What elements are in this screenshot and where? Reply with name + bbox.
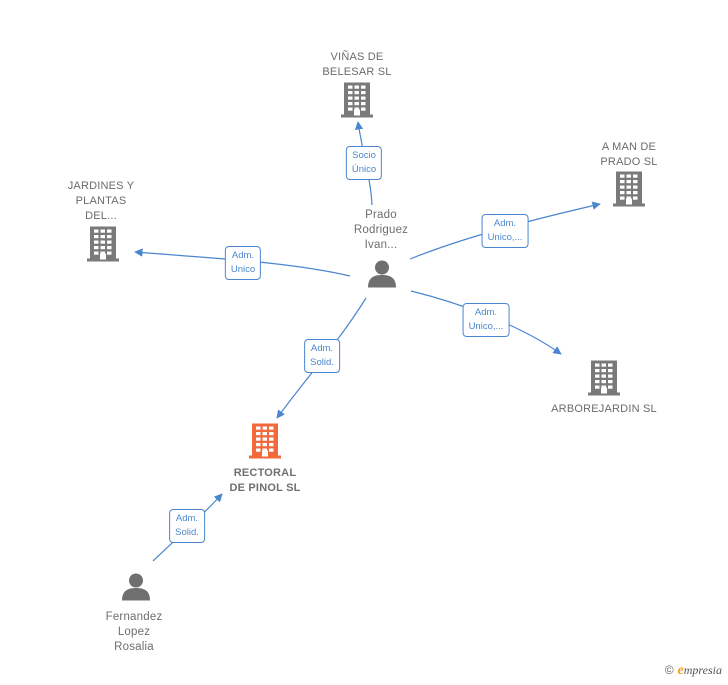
node-label-vinas[interactable]: VIÑAS DE BELESAR SL — [322, 51, 392, 78]
edge-label-prado-vinas[interactable]: Socio Único — [345, 146, 383, 180]
edge-label-fernandez-rectoral[interactable]: Adm. Solid. — [169, 509, 205, 543]
empresia-logo: ©empresia — [665, 663, 722, 679]
person-icon-prado[interactable] — [367, 260, 397, 293]
building-icon-vinas[interactable] — [341, 82, 373, 123]
building-icon-jardines[interactable] — [87, 226, 119, 267]
building-icon-rectoral[interactable] — [249, 423, 281, 464]
building-icon-aman[interactable] — [613, 171, 645, 212]
person-icon-fernandez[interactable] — [121, 573, 151, 606]
copyright-symbol: © — [664, 663, 674, 677]
node-label-rectoral[interactable]: RECTORAL DE PINOL SL — [229, 467, 301, 494]
node-label-prado[interactable]: Prado Rodriguez Ivan... — [353, 209, 409, 251]
edges-layer — [134, 121, 601, 562]
edge-label-prado-jardines[interactable]: Adm. Unico — [224, 246, 262, 280]
node-label-jardines[interactable]: JARDINES Y PLANTAS DEL... — [67, 180, 135, 222]
edge-label-prado-rectoral[interactable]: Adm. Solid. — [304, 339, 340, 373]
node-label-fernandez[interactable]: Fernandez Lopez Rosalia — [105, 611, 163, 653]
node-label-aman[interactable]: A MAN DE PRADO SL — [600, 141, 658, 168]
brand-name: mpresia — [683, 663, 722, 677]
building-icon-arbore[interactable] — [588, 360, 620, 401]
brand-initial: e — [677, 663, 684, 678]
edge-label-prado-arbore[interactable]: Adm. Unico,... — [462, 303, 510, 337]
node-label-arbore[interactable]: ARBOREJARDIN SL — [551, 403, 657, 415]
edge-label-prado-aman[interactable]: Adm. Unico,... — [481, 214, 529, 248]
